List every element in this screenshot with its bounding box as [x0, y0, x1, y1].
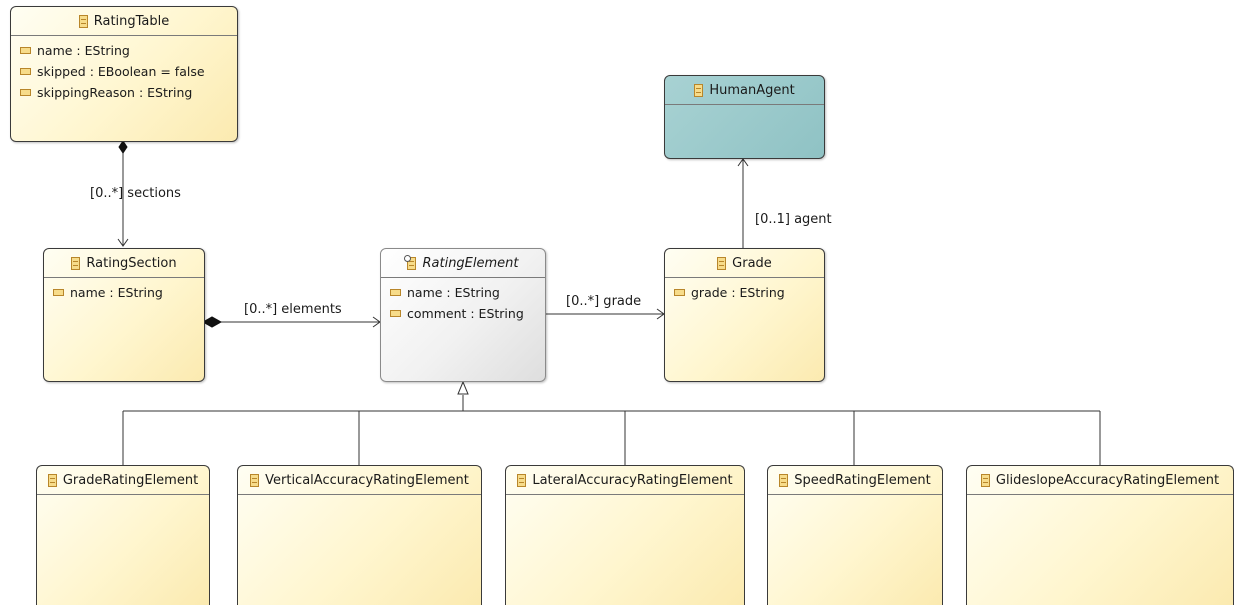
class-glideslope-accuracy-rating-element[interactable]: GlideslopeAccuracyRatingElement	[966, 465, 1234, 605]
attribute-row[interactable]: skippingReason : EString	[20, 82, 237, 103]
sections-label: [0..*] sections	[90, 186, 181, 201]
class-rating-element[interactable]: RatingElement name : EString comment : E…	[380, 248, 546, 382]
eclass-icon	[517, 473, 527, 487]
composition-diamond-icon	[118, 140, 128, 154]
eclass-icon	[717, 256, 727, 270]
attribute-label: name : EString	[37, 43, 130, 58]
composition-diamond-icon	[201, 316, 223, 328]
class-name: RatingElement	[422, 255, 519, 271]
class-header: SpeedRatingElement	[768, 466, 942, 495]
class-name: GlideslopeAccuracyRatingElement	[995, 472, 1220, 488]
class-name: SpeedRatingElement	[794, 472, 931, 488]
abstract-marker-icon	[404, 254, 412, 262]
generalization-triangle-icon	[457, 380, 469, 395]
eattribute-icon	[390, 289, 401, 296]
class-header: GradeRatingElement	[37, 466, 209, 495]
eattribute-icon	[20, 68, 31, 75]
attribute-label: name : EString	[407, 285, 500, 300]
eclass-icon	[47, 473, 57, 487]
attribute-label: comment : EString	[407, 306, 524, 321]
class-vertical-accuracy-rating-element[interactable]: VerticalAccuracyRatingElement	[237, 465, 482, 605]
eclass-icon	[404, 254, 417, 270]
class-name: HumanAgent	[709, 82, 795, 98]
attribute-row[interactable]: skipped : EBoolean = false	[20, 61, 237, 82]
attribute-list: name : EString skipped : EBoolean = fals…	[11, 36, 237, 103]
attribute-row[interactable]: name : EString	[53, 282, 204, 303]
class-name: RatingSection	[86, 255, 177, 271]
eattribute-icon	[390, 310, 401, 317]
class-header: GlideslopeAccuracyRatingElement	[967, 466, 1233, 495]
attribute-label: grade : EString	[691, 285, 785, 300]
attribute-label: name : EString	[70, 285, 163, 300]
eclass-icon	[694, 83, 704, 97]
agent-label: [0..1] agent	[755, 212, 832, 227]
attribute-row[interactable]: name : EString	[390, 282, 545, 303]
agent-arrowhead	[737, 158, 749, 167]
eclass-icon	[78, 14, 88, 28]
class-grade[interactable]: Grade grade : EString	[664, 248, 825, 382]
sections-arrowhead	[117, 238, 129, 247]
class-header: RatingSection	[44, 249, 204, 278]
eclass-icon	[250, 473, 260, 487]
class-rating-table[interactable]: RatingTable name : EString skipped : EBo…	[10, 6, 238, 142]
attribute-label: skippingReason : EString	[37, 85, 193, 100]
class-lateral-accuracy-rating-element[interactable]: LateralAccuracyRatingElement	[505, 465, 745, 605]
elements-label: [0..*] elements	[244, 302, 342, 317]
grade-label: [0..*] grade	[566, 294, 642, 309]
class-speed-rating-element[interactable]: SpeedRatingElement	[767, 465, 943, 605]
class-header: LateralAccuracyRatingElement	[506, 466, 744, 495]
class-name: RatingTable	[93, 13, 170, 29]
class-name: VerticalAccuracyRatingElement	[265, 472, 469, 488]
eattribute-icon	[20, 47, 31, 54]
class-human-agent[interactable]: HumanAgent	[664, 75, 825, 159]
class-header: Grade	[665, 249, 824, 278]
eattribute-icon	[53, 289, 64, 296]
eclass-icon	[71, 256, 81, 270]
attribute-list: name : EString comment : EString	[381, 278, 545, 324]
class-header: VerticalAccuracyRatingElement	[238, 466, 481, 495]
attribute-list: grade : EString	[665, 278, 824, 303]
class-header: RatingTable	[11, 7, 237, 36]
attribute-label: skipped : EBoolean = false	[37, 64, 205, 79]
class-header: RatingElement	[381, 249, 545, 278]
attribute-row[interactable]: grade : EString	[674, 282, 824, 303]
class-grade-rating-element[interactable]: GradeRatingElement	[36, 465, 210, 605]
eclass-icon	[779, 473, 789, 487]
class-rating-section[interactable]: RatingSection name : EString	[43, 248, 205, 382]
class-name: LateralAccuracyRatingElement	[532, 472, 733, 488]
attribute-row[interactable]: comment : EString	[390, 303, 545, 324]
attribute-list: name : EString	[44, 278, 204, 303]
class-name: Grade	[732, 255, 772, 271]
eattribute-icon	[20, 89, 31, 96]
class-name: GradeRatingElement	[62, 472, 199, 488]
class-header: HumanAgent	[665, 76, 824, 105]
eclass-icon	[980, 473, 990, 487]
attribute-row[interactable]: name : EString	[20, 40, 237, 61]
eattribute-icon	[674, 289, 685, 296]
